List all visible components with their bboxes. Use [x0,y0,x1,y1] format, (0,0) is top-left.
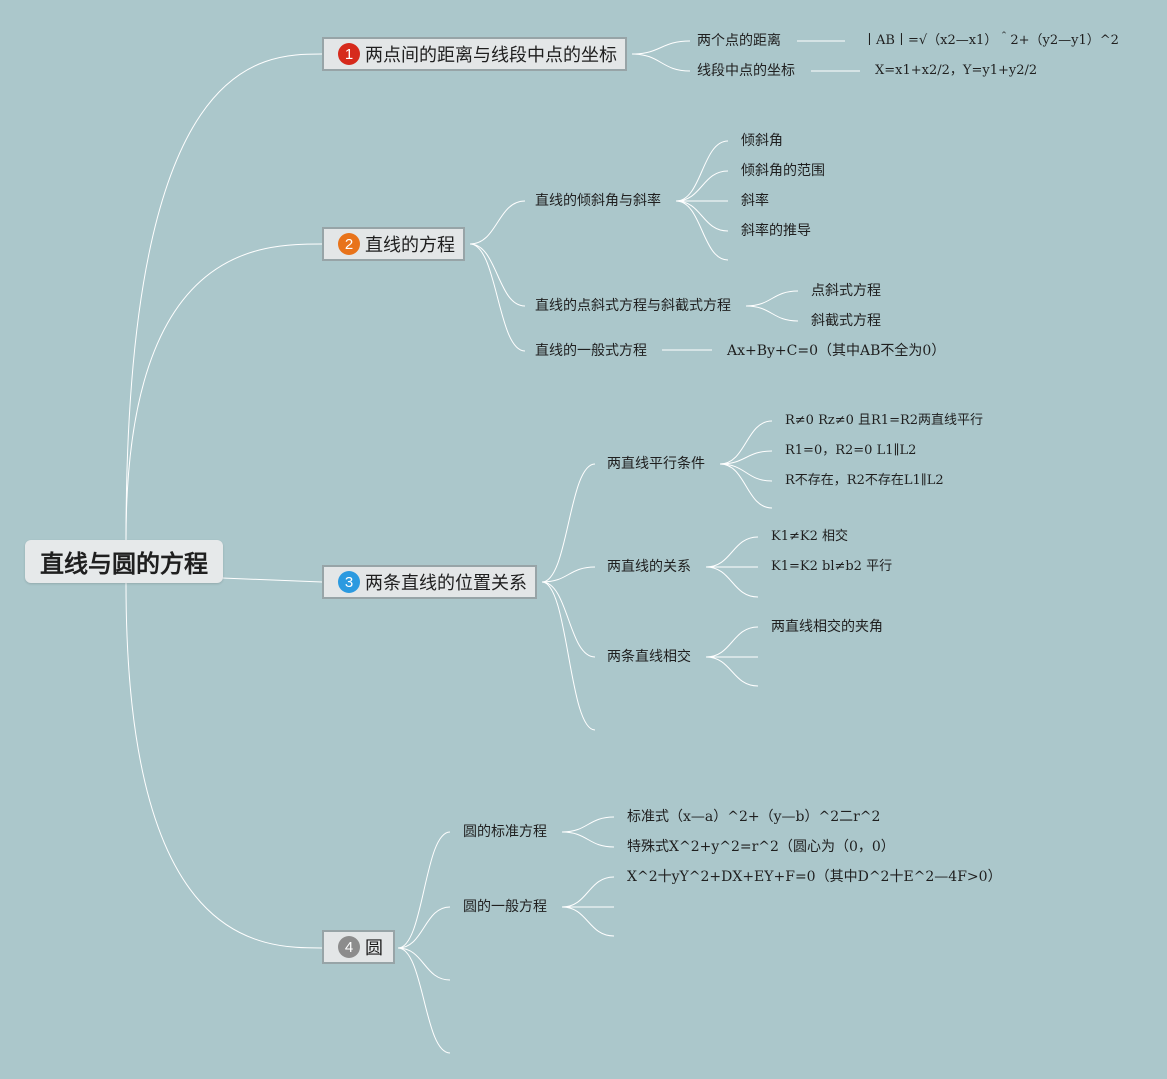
branch-label: 圆 [365,938,383,959]
link-root-b1 [125,53,323,541]
connector-line [705,566,759,598]
connector-line [561,816,615,833]
topic-standard-equation[interactable]: 圆的标准方程 [463,824,547,840]
connector-line [719,450,773,465]
connector-line [469,200,526,245]
link-root-b4 [125,582,323,949]
topic-midpoint-coords[interactable]: 线段中点的坐标 [697,63,795,79]
topic-intersecting-lines[interactable]: 两条直线相交 [607,649,691,665]
item-parallel-3[interactable]: R不存在，R2不存在L1∥L2 [785,473,944,488]
connector-line [675,200,729,232]
connector-line [561,831,615,848]
connector-line [561,876,615,908]
link-b1-t2 [631,53,691,72]
item-point-slope[interactable]: 点斜式方程 [811,283,881,299]
connector-line [745,290,799,307]
connector-line [469,243,526,352]
connector-line [719,463,773,482]
topic-point-slope-intercept[interactable]: 直线的点斜式方程与斜截式方程 [535,298,731,314]
connector-line [719,420,773,465]
item-standard-form[interactable]: 标准式（x—a）^2+（y—b）^2二r^2 [627,809,881,825]
item-slope-derivation[interactable]: 斜率的推导 [741,223,811,239]
link-b1-t1 [631,40,691,55]
connector-line [719,463,773,509]
link-root-b2 [125,243,323,541]
connector-line [541,581,596,658]
connector-line [541,566,596,583]
number-3-badge: 3 [338,571,360,593]
formula-general-form: Ax+By+C=0（其中AB不全为0） [727,343,946,359]
number-2-badge: 2 [338,233,360,255]
connector-line [745,305,799,322]
item-inclination-angle[interactable]: 倾斜角 [741,133,783,149]
connector-line [397,947,451,1054]
topic-general-form[interactable]: 直线的一般式方程 [535,343,647,359]
topic-parallel-condition[interactable]: 两直线平行条件 [607,456,705,472]
branch-line-positions[interactable]: 3 两条直线的位置关系 [322,565,537,599]
connector-line [705,626,759,658]
formula-distance: 丨AB丨=√（x2—x1）＾2+（y2—y1）^2 [863,33,1119,48]
topic-inclination-slope[interactable]: 直线的倾斜角与斜率 [535,193,661,209]
connector-line [397,906,451,949]
connector-line [705,656,759,687]
formula-midpoint: X=x1+x2/2，Y=y1+y2/2 [875,63,1038,78]
branch-label: 两条直线的位置关系 [365,573,527,594]
connector-line [541,463,596,583]
item-parallel-1[interactable]: R≠0 Rz≠0 且R1=R2两直线平行 [785,413,984,428]
topic-general-equation[interactable]: 圆的一般方程 [463,899,547,915]
connector-line [397,831,451,949]
branch-label: 直线的方程 [365,235,455,256]
item-general-circle-form[interactable]: X^2十yY^2+DX+EY+F=0（其中D^2十E^2—4F>0） [627,869,1002,885]
branch-distance-midpoint[interactable]: 1 两点间的距离与线段中点的坐标 [322,37,627,71]
branch-circle[interactable]: 4 圆 [322,930,395,964]
link-root-b3 [221,577,323,583]
item-inclination-range[interactable]: 倾斜角的范围 [741,163,825,179]
connector-line [675,140,729,202]
item-slope-intercept[interactable]: 斜截式方程 [811,313,881,329]
item-parallel[interactable]: K1=K2 bl≠b2 平行 [771,559,893,574]
connector-line [675,170,729,202]
item-special-form[interactable]: 特殊式X^2+y^2=r^2（圆心为（0，0） [627,839,895,855]
connector-line [541,581,596,731]
topic-two-point-distance[interactable]: 两个点的距离 [697,33,781,49]
topic-line-relations[interactable]: 两直线的关系 [607,559,691,575]
item-intersection-angle[interactable]: 两直线相交的夹角 [771,619,883,635]
connector-line [397,947,451,981]
connector-line [705,536,759,568]
branch-line-equation[interactable]: 2 直线的方程 [322,227,465,261]
connector-line [561,906,615,937]
connector-line [469,243,526,307]
branch-label: 两点间的距离与线段中点的坐标 [365,45,617,66]
item-slope[interactable]: 斜率 [741,193,769,209]
item-intersect[interactable]: K1≠K2 相交 [771,529,848,544]
number-4-badge: 4 [338,936,360,958]
number-1-badge: 1 [338,43,360,65]
item-parallel-2[interactable]: R1=0，R2=0 L1∥L2 [785,443,917,458]
root-topic[interactable]: 直线与圆的方程 [25,540,223,583]
connector-line [675,200,729,261]
